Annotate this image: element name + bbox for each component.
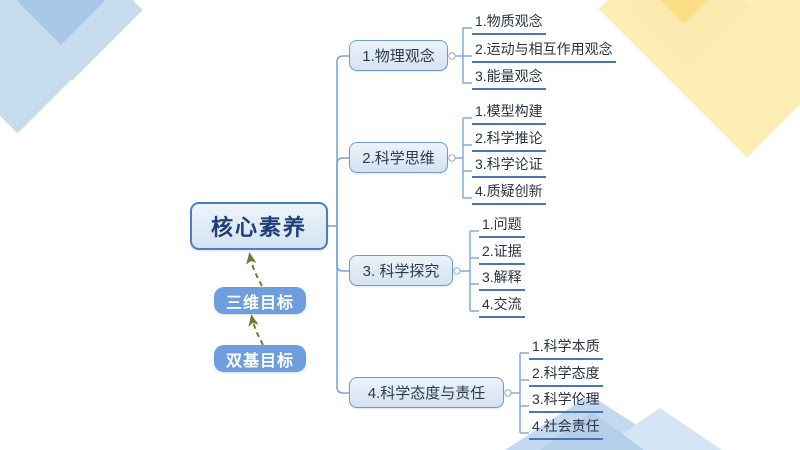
center-node[interactable]: 核心素养 <box>190 202 328 250</box>
leaf-item[interactable]: 3.科学伦理 <box>529 390 603 413</box>
leaf-item[interactable]: 3.能量观念 <box>472 67 546 90</box>
collapse-toggle-branch-3[interactable] <box>453 267 461 275</box>
branch-node-attitude-responsibility[interactable]: 4.科学态度与责任 <box>349 377 504 408</box>
leaf-item[interactable]: 4.质疑创新 <box>472 182 546 205</box>
branch-node-scientific-thinking[interactable]: 2.科学思维 <box>349 142 448 173</box>
leaf-item[interactable]: 2.证据 <box>479 242 525 265</box>
leaf-item[interactable]: 2.科学态度 <box>529 364 603 387</box>
collapse-toggle-branch-1[interactable] <box>448 52 456 60</box>
leaf-item[interactable]: 3.科学论证 <box>472 155 546 178</box>
leaf-item[interactable]: 4.交流 <box>479 295 525 318</box>
collapse-toggle-branch-4[interactable] <box>504 389 512 397</box>
branch-1-leaf-3-wire <box>462 56 472 84</box>
trunk-to-branch-2 <box>336 157 349 226</box>
arrow-3d-to-center <box>248 314 264 346</box>
branch-1-leaf-1-wire <box>462 27 472 56</box>
branch-node-physics-concepts[interactable]: 1.物理观念 <box>349 40 448 71</box>
trunk-to-branch-1 <box>336 55 349 226</box>
leaf-item[interactable]: 2.运动与相互作用观念 <box>472 40 616 63</box>
collapse-toggle-branch-2[interactable] <box>448 154 456 162</box>
branch-node-scientific-inquiry[interactable]: 3. 科学探究 <box>349 255 453 286</box>
leaf-item[interactable]: 1.科学本质 <box>529 337 603 360</box>
node-double-base-goals[interactable]: 双基目标 <box>214 345 306 372</box>
leaf-item[interactable]: 4.社会责任 <box>529 417 603 440</box>
node-three-dimensional-goals[interactable]: 三维目标 <box>214 287 306 314</box>
leaf-item[interactable]: 1.物质观念 <box>472 12 546 35</box>
trunk-to-branch-3 <box>336 226 349 272</box>
leaf-item[interactable]: 2.科学推论 <box>472 129 546 152</box>
leaf-item[interactable]: 1.模型构建 <box>472 102 546 125</box>
leaf-item[interactable]: 3.解释 <box>479 268 525 291</box>
arrow-base-to-3d <box>246 252 263 287</box>
trunk-to-branch-4 <box>336 226 349 394</box>
leaf-item[interactable]: 1.问题 <box>479 215 525 238</box>
